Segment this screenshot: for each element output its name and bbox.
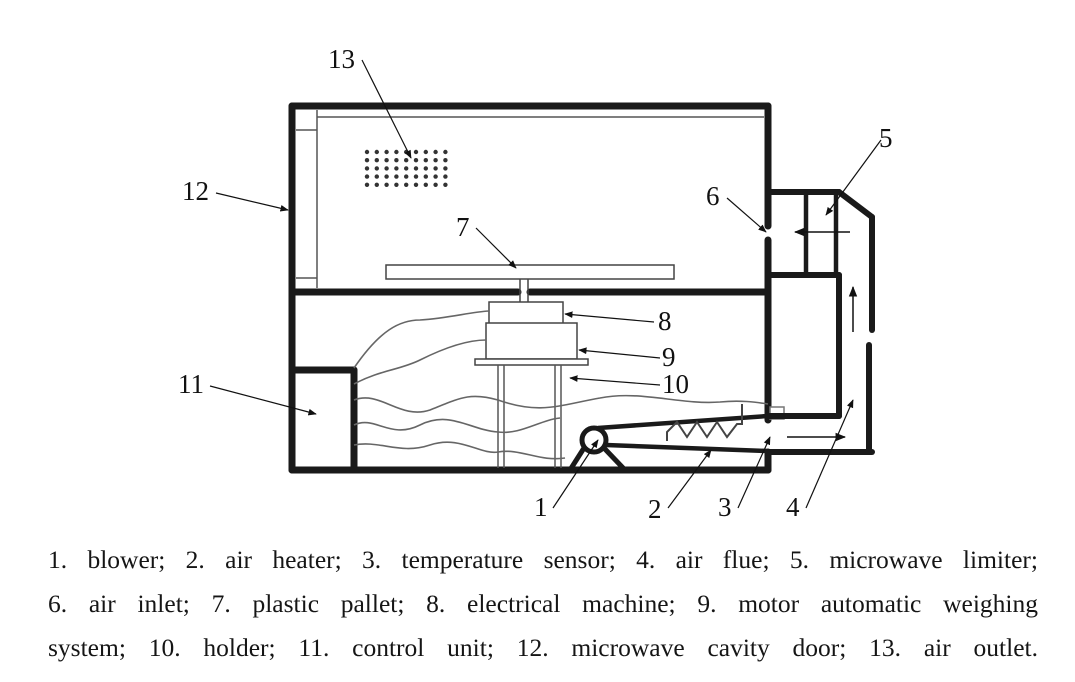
- air-outlet-hole: [404, 182, 409, 187]
- air-outlet-hole: [413, 166, 419, 171]
- air-outlet-hole: [394, 182, 399, 187]
- air-duct: [597, 413, 769, 454]
- air-outlet-hole: [404, 166, 409, 171]
- cabinet-walls: [288, 102, 772, 474]
- air-outlet-holes: [364, 149, 448, 187]
- air-outlet-hole: [384, 174, 389, 179]
- air-outlet-hole: [433, 182, 438, 187]
- caption-line-2: 6. air inlet; 7. plastic pallet; 8. elec…: [48, 589, 1038, 618]
- air-outlet-hole: [384, 182, 389, 187]
- control-unit: [288, 366, 358, 474]
- label-10: 10: [662, 369, 689, 399]
- plastic-pallet: [385, 264, 675, 305]
- air-outlet-hole: [374, 158, 379, 163]
- air-outlet-hole: [433, 149, 438, 155]
- air-outlet-hole: [443, 174, 448, 179]
- air-outlet-hole: [423, 166, 428, 171]
- air-outlet-hole: [394, 174, 399, 179]
- label-12: 12: [182, 176, 209, 206]
- air-outlet-hole: [423, 174, 428, 179]
- air-outlet-hole: [384, 166, 389, 171]
- label-13: 13: [328, 44, 355, 74]
- label-2: 2: [648, 494, 662, 520]
- air-outlet-hole: [374, 149, 379, 155]
- air-outlet-hole: [404, 174, 409, 179]
- air-flue: [765, 189, 875, 455]
- air-outlet-hole: [364, 182, 370, 187]
- label-4: 4: [786, 492, 800, 520]
- air-outlet-hole: [443, 182, 448, 187]
- air-outlet-hole: [423, 158, 428, 163]
- air-outlet-hole: [413, 182, 419, 187]
- air-outlet-hole: [394, 166, 399, 171]
- air-outlet-hole: [433, 158, 438, 163]
- microwave-cavity-door: [296, 110, 764, 288]
- caption-line-1: 1. blower; 2. air heater; 3. temperature…: [48, 545, 1038, 574]
- weighing-platform: [474, 358, 589, 366]
- air-outlet-hole: [423, 182, 428, 187]
- air-heater: [666, 404, 743, 441]
- label-11: 11: [178, 369, 204, 399]
- air-outlet-hole: [364, 149, 370, 155]
- air-outlet-hole: [413, 149, 419, 155]
- label-3: 3: [718, 492, 732, 520]
- air-outlet-hole: [423, 149, 428, 155]
- figure-caption: 1. blower; 2. air heater; 3. temperature…: [48, 538, 1038, 670]
- label-9: 9: [662, 342, 676, 372]
- electrical-machine: [488, 301, 564, 325]
- wires: [353, 310, 769, 460]
- caption-line-3: system; 10. holder; 11. control unit; 12…: [48, 633, 1038, 662]
- leader-lines: [209, 59, 882, 509]
- label-1: 1: [534, 492, 548, 520]
- air-outlet-hole: [384, 158, 389, 163]
- microwave-limiter: [803, 192, 839, 275]
- air-outlet-hole: [443, 166, 448, 171]
- air-outlet-hole: [364, 174, 370, 179]
- air-outlet-hole: [413, 158, 419, 163]
- label-6: 6: [706, 181, 720, 211]
- label-8: 8: [658, 306, 672, 336]
- blower: [567, 425, 627, 472]
- air-outlet-hole: [433, 174, 438, 179]
- motor-automatic-weighing-system: [485, 322, 578, 360]
- label-7: 7: [456, 212, 470, 242]
- airflow-arrows: [787, 227, 858, 442]
- air-outlet-hole: [394, 158, 399, 163]
- air-outlet-hole: [433, 166, 438, 171]
- air-outlet-hole: [413, 174, 419, 179]
- air-outlet-hole: [443, 158, 448, 163]
- microwave-dryer-diagram: 13 12 7 6 5 8 9 10 11 1 2 3 4: [178, 44, 893, 520]
- air-outlet-hole: [374, 182, 379, 187]
- air-outlet-hole: [404, 158, 409, 163]
- label-5: 5: [879, 123, 893, 153]
- air-outlet-hole: [364, 158, 370, 163]
- holder: [497, 365, 562, 468]
- air-outlet-hole: [443, 149, 448, 155]
- air-outlet-hole: [374, 166, 379, 171]
- air-outlet-hole: [394, 149, 399, 155]
- air-outlet-hole: [384, 149, 389, 155]
- air-outlet-hole: [374, 174, 379, 179]
- air-outlet-hole: [364, 166, 370, 171]
